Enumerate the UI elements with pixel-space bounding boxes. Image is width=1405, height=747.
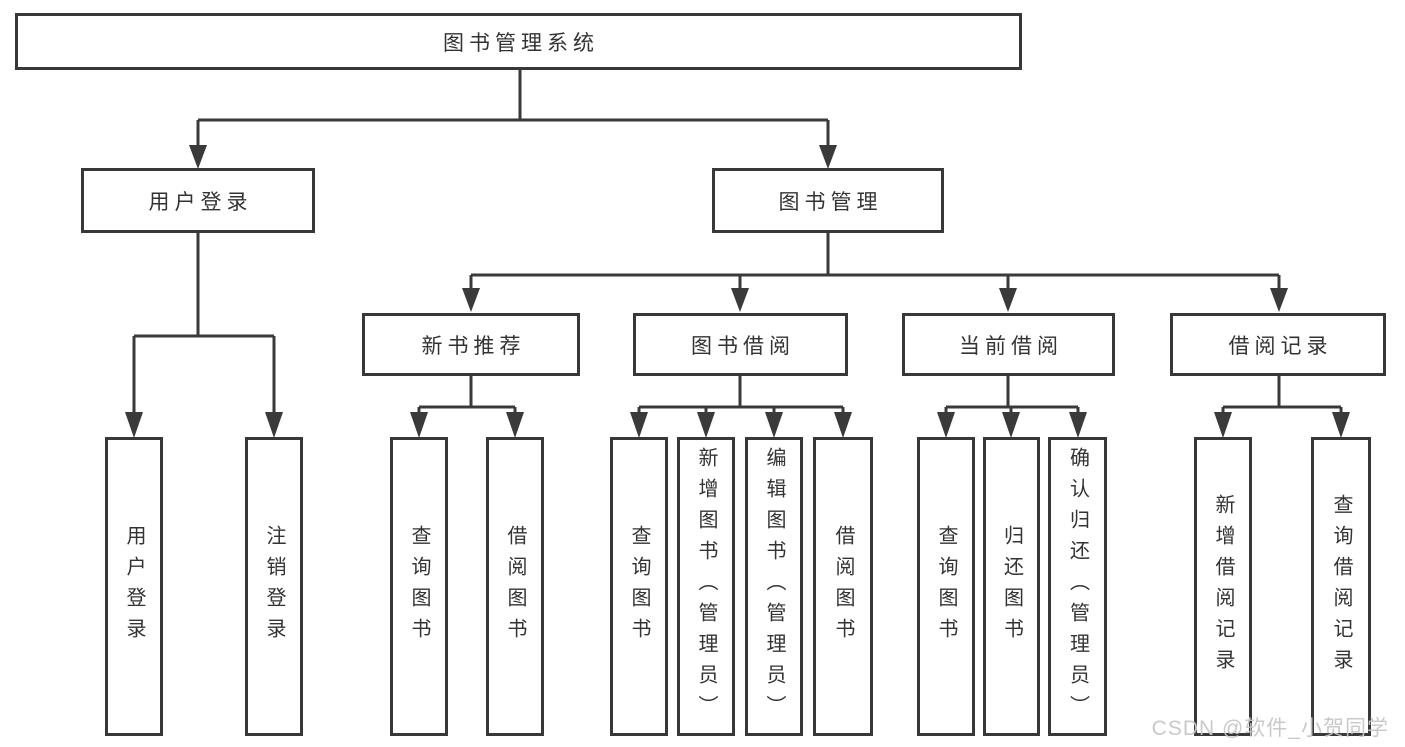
leaf-add-borrow-record: 新增借阅记录 [1194, 437, 1252, 736]
node-new-book-recommend: 新书推荐 [362, 313, 580, 376]
node-user-login: 用户登录 [81, 168, 315, 233]
leaf-edit-book-admin: 编辑图书（管理员） [745, 437, 803, 736]
csdn-watermark: CSDN @软件_小贺同学 [1151, 717, 1389, 740]
leaf-query-books-borrowing: 查询图书 [610, 437, 668, 736]
node-root-library-system: 图书管理系统 [15, 13, 1022, 70]
leaf-add-book-admin: 新增图书（管理员） [677, 437, 735, 736]
node-current-borrowing: 当前借阅 [902, 313, 1115, 376]
leaf-query-borrow-record: 查询借阅记录 [1311, 437, 1371, 736]
leaf-query-books-current: 查询图书 [917, 437, 975, 736]
leaf-user-login: 用户登录 [105, 437, 163, 736]
leaf-return-book: 归还图书 [983, 437, 1040, 736]
leaf-borrow-books-borrowing: 借阅图书 [813, 437, 873, 736]
node-borrowing-records: 借阅记录 [1170, 313, 1386, 376]
leaf-query-books-recommend: 查询图书 [390, 437, 448, 736]
leaf-confirm-return-admin: 确认归还（管理员） [1048, 437, 1107, 736]
node-book-borrowing: 图书借阅 [633, 313, 848, 376]
node-book-management: 图书管理 [712, 168, 944, 233]
leaf-borrow-books-recommend: 借阅图书 [486, 437, 544, 736]
leaf-logout: 注销登录 [245, 437, 303, 736]
